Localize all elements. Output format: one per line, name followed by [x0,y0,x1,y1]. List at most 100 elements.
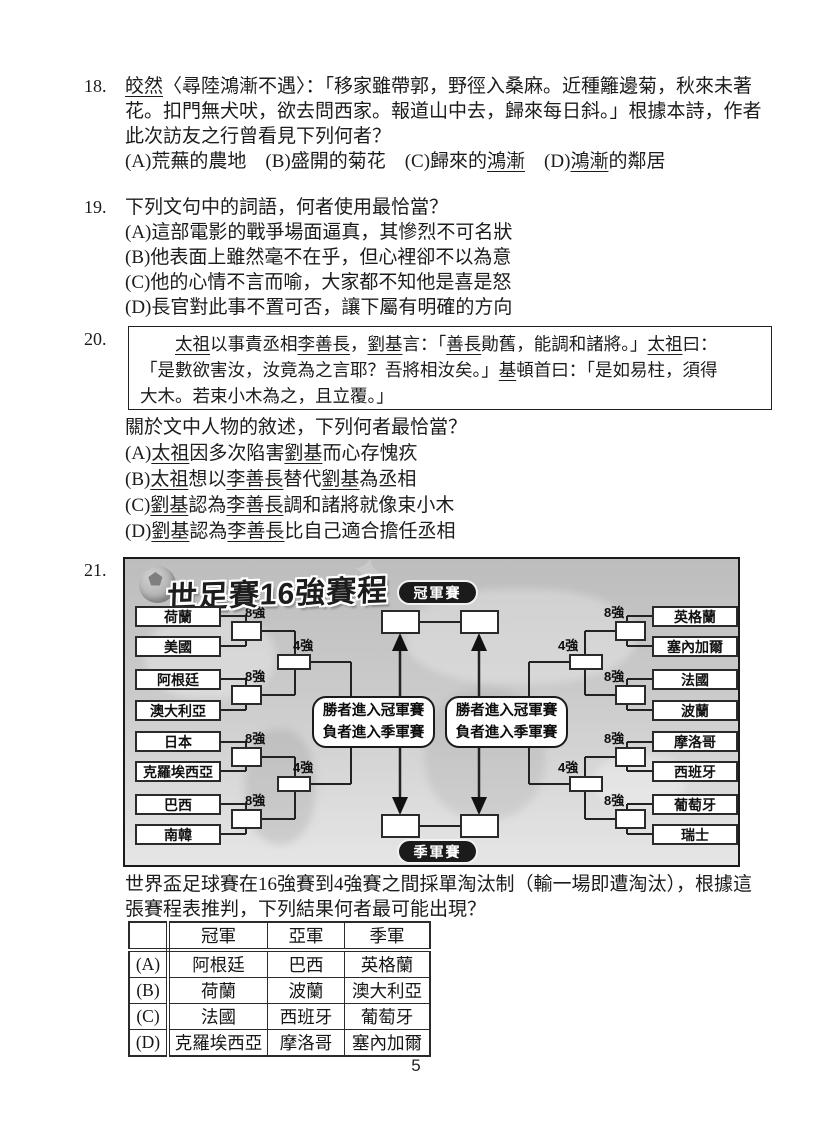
note-winner-line: 勝者進入冠軍賽 [455,703,558,719]
q20-stem: 關於文中人物的敘述，下列何者最恰當？ [125,417,468,438]
cell: 澳大利亞 [344,977,431,1004]
q18-options: (A)荒蕪的農地 (B)盛開的菊花 (C)歸來的鴻漸 (D)鴻漸的鄰居 [125,151,666,172]
team-box: 巴西 [135,794,221,815]
round-of-8-label: 8強 [604,793,625,808]
q20-passage-line: 太祖以事責丞相李善長，劉基言：「善長勛舊，能調和諸將。」太祖曰： [175,334,718,354]
team-box: 克羅埃西亞 [135,761,221,782]
q20-number: 20. [84,329,107,349]
option-letter: (A) [128,949,170,978]
q21-number: 21. [84,560,107,580]
round-of-8-label: 8強 [245,731,266,746]
team-box: 法國 [652,669,738,690]
qf-match-box [231,685,262,705]
team-box: 澳大利亞 [135,700,221,721]
option-letter: (D) [128,1029,170,1057]
cell: 英格蘭 [344,949,431,978]
round-of-8-label: 8強 [245,669,266,684]
answer-table: 冠軍 亞軍 季軍 (A) 阿根廷 巴西 英格蘭 (B) 荷蘭 波蘭 澳大利亞 (… [128,921,431,1057]
q18-line: 花。扣門無犬吠，欲去問西家。報道山中去，歸來每日斜。」根據本詩，作者 [125,101,762,122]
header-blank [128,921,170,952]
world-cup-bracket-figure: 8強 8強 8強 8強 8強 8強 8強 8強 4強 4強 4強 4強 勝者進入… [123,557,740,867]
round-of-4-label: 4強 [558,638,579,653]
sf-match-box [569,654,603,670]
third-place-box [381,814,420,838]
qf-match-box [615,621,646,641]
sf-match-box [569,776,603,792]
table-row: (D) 克羅埃西亞 摩洛哥 塞內加爾 [128,1029,431,1057]
round-of-4-label: 4強 [293,760,314,775]
table-row: (C) 法國 西班牙 葡萄牙 [128,1003,431,1030]
q19-option: (C)他的心情不言而喻，大家都不知他是喜是怒 [125,272,512,293]
team-box: 英格蘭 [652,606,738,627]
q20-passage-box: 太祖以事責丞相李善長，劉基言：「善長勛舊，能調和諸將。」太祖曰： 「是數欲害汝，… [128,326,772,410]
header-third: 季軍 [344,921,431,952]
header-champion: 冠軍 [167,921,268,952]
qf-match-box [231,747,262,767]
table-row: (B) 荷蘭 波蘭 澳大利亞 [128,977,431,1004]
q18-line: 此次訪友之行曾看見下列何者？ [125,126,392,147]
team-box: 塞內加爾 [652,636,738,657]
header-runner-up: 亞軍 [267,921,345,952]
q21-body: 世界盃足球賽在16強賽到4強賽之間採單淘汰制（輸一場即遭淘汰），根據這 張賽程表… [125,872,785,922]
qf-match-box [615,809,646,829]
q19-option: (A)這部電影的戰爭場面逼真，其慘烈不可名狀 [125,222,513,243]
table-header-row: 冠軍 亞軍 季軍 [128,921,431,952]
round-of-4-label: 4強 [558,760,579,775]
q20-passage-line: 「是數欲害汝，汝竟為之言耶？吾將相汝矣。」基頓首曰：「是如易柱，須得 [140,360,718,380]
round-of-8-label: 8強 [604,605,625,620]
team-box: 南韓 [135,824,221,845]
q20-body: 關於文中人物的敘述，下列何者最恰當？ (A)太祖因多次陷害劉基而心存愧疚 (B)… [125,415,785,545]
round-of-8-label: 8強 [245,793,266,808]
cell: 巴西 [267,949,345,978]
cell: 塞內加爾 [344,1029,431,1057]
q21-stem-line: 張賽程表推判，下列結果何者最可能出現？ [125,899,487,920]
q21-stem-line: 世界盃足球賽在16強賽到4強賽之間採單淘汰制（輸一場即遭淘汰），根據這 [125,874,753,895]
team-box: 葡萄牙 [652,794,738,815]
team-box: 波蘭 [652,700,738,721]
cell: 阿根廷 [167,949,268,978]
third-place-badge: 季軍賽 [399,841,476,862]
soccer-ball-icon: ⬟ [139,566,176,603]
note-loser-line: 負者進入季軍賽 [322,725,425,741]
third-place-box [460,814,499,838]
option-letter: (B) [128,977,170,1004]
team-box: 瑞士 [652,824,738,845]
team-box: 阿根廷 [135,669,221,690]
page-number: 5 [411,1056,421,1075]
cell: 荷蘭 [167,977,268,1004]
q20-passage-line: 大木。若束小木為之，且立覆。」 [140,386,394,406]
advance-note-bubble: 勝者進入冠軍賽 負者進入季軍賽 [445,696,568,748]
qf-match-box [231,621,262,641]
round-of-8-label: 8強 [604,731,625,746]
sf-match-box [277,654,311,670]
q19-body: 下列文句中的詞語，何者使用最恰當？ (A)這部電影的戰爭場面逼真，其慘烈不可名狀… [125,195,785,320]
team-box: 荷蘭 [135,606,221,627]
q20-option: (D)劉基認為李善長比自己適合擔任丞相 [125,521,456,542]
cell: 葡萄牙 [344,1003,431,1030]
q18-number: 18. [84,76,107,96]
cell: 西班牙 [267,1003,345,1030]
qf-match-box [231,809,262,829]
table-row: (A) 阿根廷 巴西 英格蘭 [128,949,431,978]
final-match-box [381,610,420,634]
note-loser-line: 負者進入季軍賽 [455,725,558,741]
advance-note-bubble: 勝者進入冠軍賽 負者進入季軍賽 [312,696,435,748]
q20-option: (A)太祖因多次陷害劉基而心存愧疚 [125,443,418,464]
q19-option: (B)他表面上雖然毫不在乎，但心裡卻不以為意 [125,247,512,268]
team-box: 日本 [135,731,221,752]
q20-option: (B)太祖想以李善長替代劉基為丞相 [125,469,417,490]
cell: 摩洛哥 [267,1029,345,1057]
round-of-8-label: 8強 [604,669,625,684]
q19-option: (D)長官對此事不置可否，讓下屬有明確的方向 [125,297,513,318]
qf-match-box [615,747,646,767]
round-of-8-label: 8強 [245,605,266,620]
team-box: 美國 [135,636,221,657]
q19-stem: 下列文句中的詞語，何者使用最恰當？ [125,197,449,218]
round-of-4-label: 4強 [293,638,314,653]
cell: 波蘭 [267,977,345,1004]
qf-match-box [615,685,646,705]
note-winner-line: 勝者進入冠軍賽 [322,703,425,719]
q18-line: 皎然〈尋陸鴻漸不遇〉：「移家雖帶郭，野徑入桑麻。近種籬邊菊，秋來未著 [125,76,753,97]
final-match-box [460,610,499,634]
